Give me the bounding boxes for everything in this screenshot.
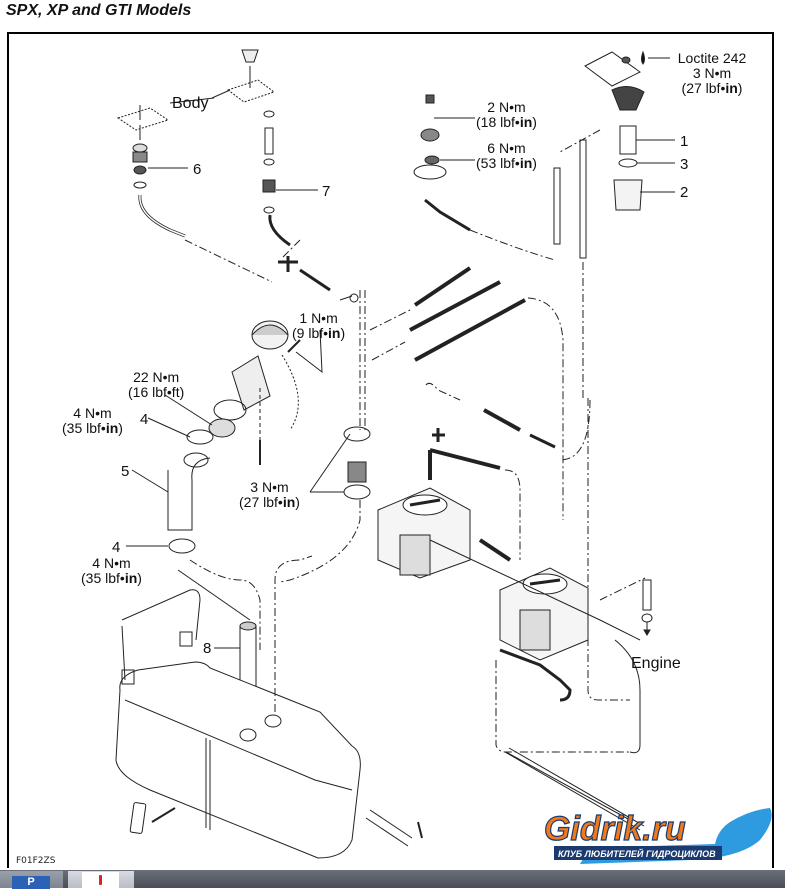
diagram-frame (7, 32, 774, 868)
callout-1: 1 (680, 133, 689, 150)
body-label: Body (172, 95, 209, 112)
carburetor-front (377, 487, 471, 579)
torque-1nm-label: 1 N•m (9 lbf•in) (292, 310, 346, 341)
callout-8: 8 (203, 640, 212, 657)
callout-4b: 4 (112, 539, 121, 556)
torque-2nm-label: 2 N•m (18 lbf•in) (476, 99, 537, 130)
torque-6nm-label: 6 N•m (53 lbf•in) (476, 140, 537, 171)
loctite-242-label: Loctite 242 3 N•m (27 lbf•in) (672, 51, 752, 96)
fuel-tank (115, 589, 361, 859)
logo-tagline: КЛУБ ЛЮБИТЕЛЕЙ ГИДРОЦИКЛОВ (558, 848, 716, 859)
elbow-hose-5 (167, 457, 211, 531)
callout-1Nm-leader (295, 329, 323, 374)
tank-strap-clip (129, 802, 423, 847)
torque-4nm-label-b: 4 N•m (35 lbf•in) (81, 555, 142, 586)
taskbar-app-button-2[interactable] (68, 871, 134, 888)
fuel-fitting-top (413, 94, 471, 232)
hose-left (138, 194, 186, 238)
loctite-torque-imperial: (27 lbf•in) (681, 80, 743, 96)
fuel-filler-neck (186, 320, 289, 445)
logo-wordmark: Gidrik.ru (544, 810, 686, 848)
torque-3nm-label: 3 N•m (27 lbf•in) (239, 479, 300, 510)
valve-6 (132, 143, 148, 189)
torque-22nm-label: 22 N•m (16 lbf•ft) (128, 369, 185, 400)
clamp-4b (168, 538, 196, 554)
valve-7 (262, 110, 276, 214)
loctite-name: Loctite 242 (677, 50, 747, 66)
fuel-filter (584, 51, 645, 211)
body-plate-right (226, 49, 276, 103)
page-title: SPX, XP and GTI Models (6, 2, 192, 19)
callout-4a: 4 (140, 411, 149, 428)
os-taskbar: P (0, 870, 785, 889)
torque-4nm-label-a: 4 N•m (35 lbf•in) (62, 405, 123, 436)
body-leader-right (211, 89, 231, 99)
callout-5-leader (131, 469, 169, 493)
callout-2: 2 (680, 184, 689, 201)
body-plate-left (116, 105, 170, 140)
app-icon (82, 872, 119, 888)
carburetor-rear (499, 567, 589, 661)
callout-7: 7 (322, 183, 331, 200)
taskbar-app-button-1[interactable]: P (0, 871, 63, 889)
callout-5: 5 (121, 463, 130, 480)
callout-3: 3 (680, 156, 689, 173)
engine-label: Engine (631, 655, 681, 672)
body-leader-left (169, 97, 215, 104)
callout-4a-leader (147, 417, 191, 438)
figure-code: F01F2ZS (16, 856, 56, 866)
22Nm-leader (164, 394, 213, 426)
app-icon: P (12, 876, 50, 889)
logo-tagline-bg (554, 846, 722, 860)
loctite-torque-metric: 3 N•m (692, 65, 732, 81)
callout-6: 6 (193, 161, 202, 178)
gidrik-logo: Gidrik.ru КЛУБ ЛЮБИТЕЛЕЙ ГИДРОЦИКЛОВ (543, 808, 772, 864)
